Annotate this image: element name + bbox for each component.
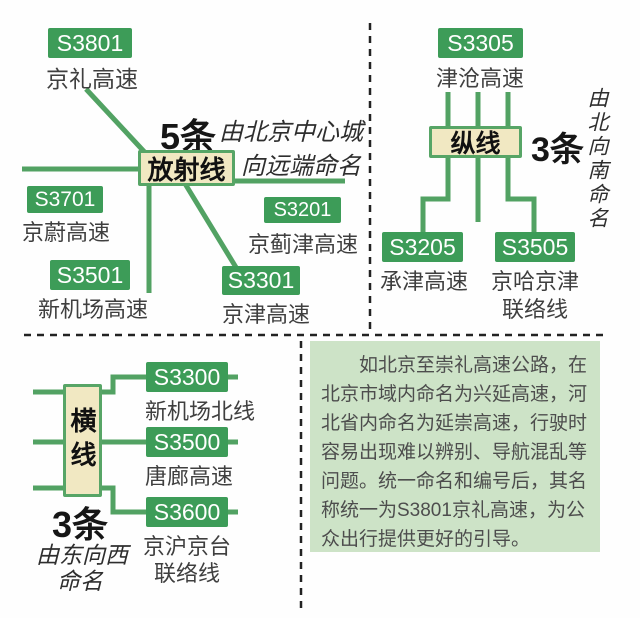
s3500-badge: S3500 <box>146 427 228 457</box>
s3600-name-line1: 京沪京台 <box>143 534 232 559</box>
vertical-count: 3条 <box>531 131 584 169</box>
s3600-badge: S3600 <box>146 497 228 527</box>
radial-note-line2: 向远端命名 <box>241 152 361 180</box>
radial-type-box: 放射线 <box>138 150 235 186</box>
s3501-name: 新机场高速 <box>38 297 149 322</box>
s3701-name: 京蔚高速 <box>22 220 111 245</box>
s3500-name: 唐廊高速 <box>145 464 234 489</box>
vertical-type-box: 纵线 <box>429 126 522 158</box>
horizontal-count: 3条 <box>52 504 109 545</box>
s3801-name: 京礼高速 <box>46 66 138 92</box>
s3505-badge: S3505 <box>495 232 575 262</box>
horizontal-type-box: 横线 <box>63 384 102 497</box>
s3301-name: 京津高速 <box>222 302 311 327</box>
s3300-name: 新机场北线 <box>145 399 256 424</box>
dashed-section-dividers <box>24 23 608 608</box>
info-box-text: 如北京至崇礼高速公路，在北京市域内命名为兴延高速，河北省内命名为延崇高速，行驶时… <box>321 355 588 550</box>
info-box: 如北京至崇礼高速公路，在北京市域内命名为兴延高速，河北省内命名为延崇高速，行驶时… <box>310 341 600 552</box>
horizontal-note-line1: 由东向西 <box>36 543 128 569</box>
s3201-badge: S3201 <box>264 197 341 223</box>
s3300-badge: S3300 <box>146 362 228 392</box>
s3505-name-line2: 联络线 <box>502 297 569 322</box>
s3305-name: 津沧高速 <box>436 66 525 91</box>
horizontal-note-line2: 命名 <box>57 569 103 595</box>
s3301-badge: S3301 <box>222 266 300 295</box>
s3505-name-line1: 京哈京津 <box>491 269 580 294</box>
s3305-badge: S3305 <box>438 28 523 58</box>
s3501-badge: S3501 <box>50 260 130 290</box>
vertical-note: 由北向南命名 <box>585 87 609 231</box>
radial-note-line1: 由北京中心城 <box>219 118 363 146</box>
s3205-badge: S3205 <box>382 232 463 262</box>
s3801-badge: S3801 <box>48 28 132 58</box>
s3201-name: 京蓟津高速 <box>248 232 359 257</box>
s3205-name: 承津高速 <box>380 269 469 294</box>
s3701-badge: S3701 <box>27 186 103 213</box>
s3600-name-line2: 联络线 <box>154 561 221 586</box>
